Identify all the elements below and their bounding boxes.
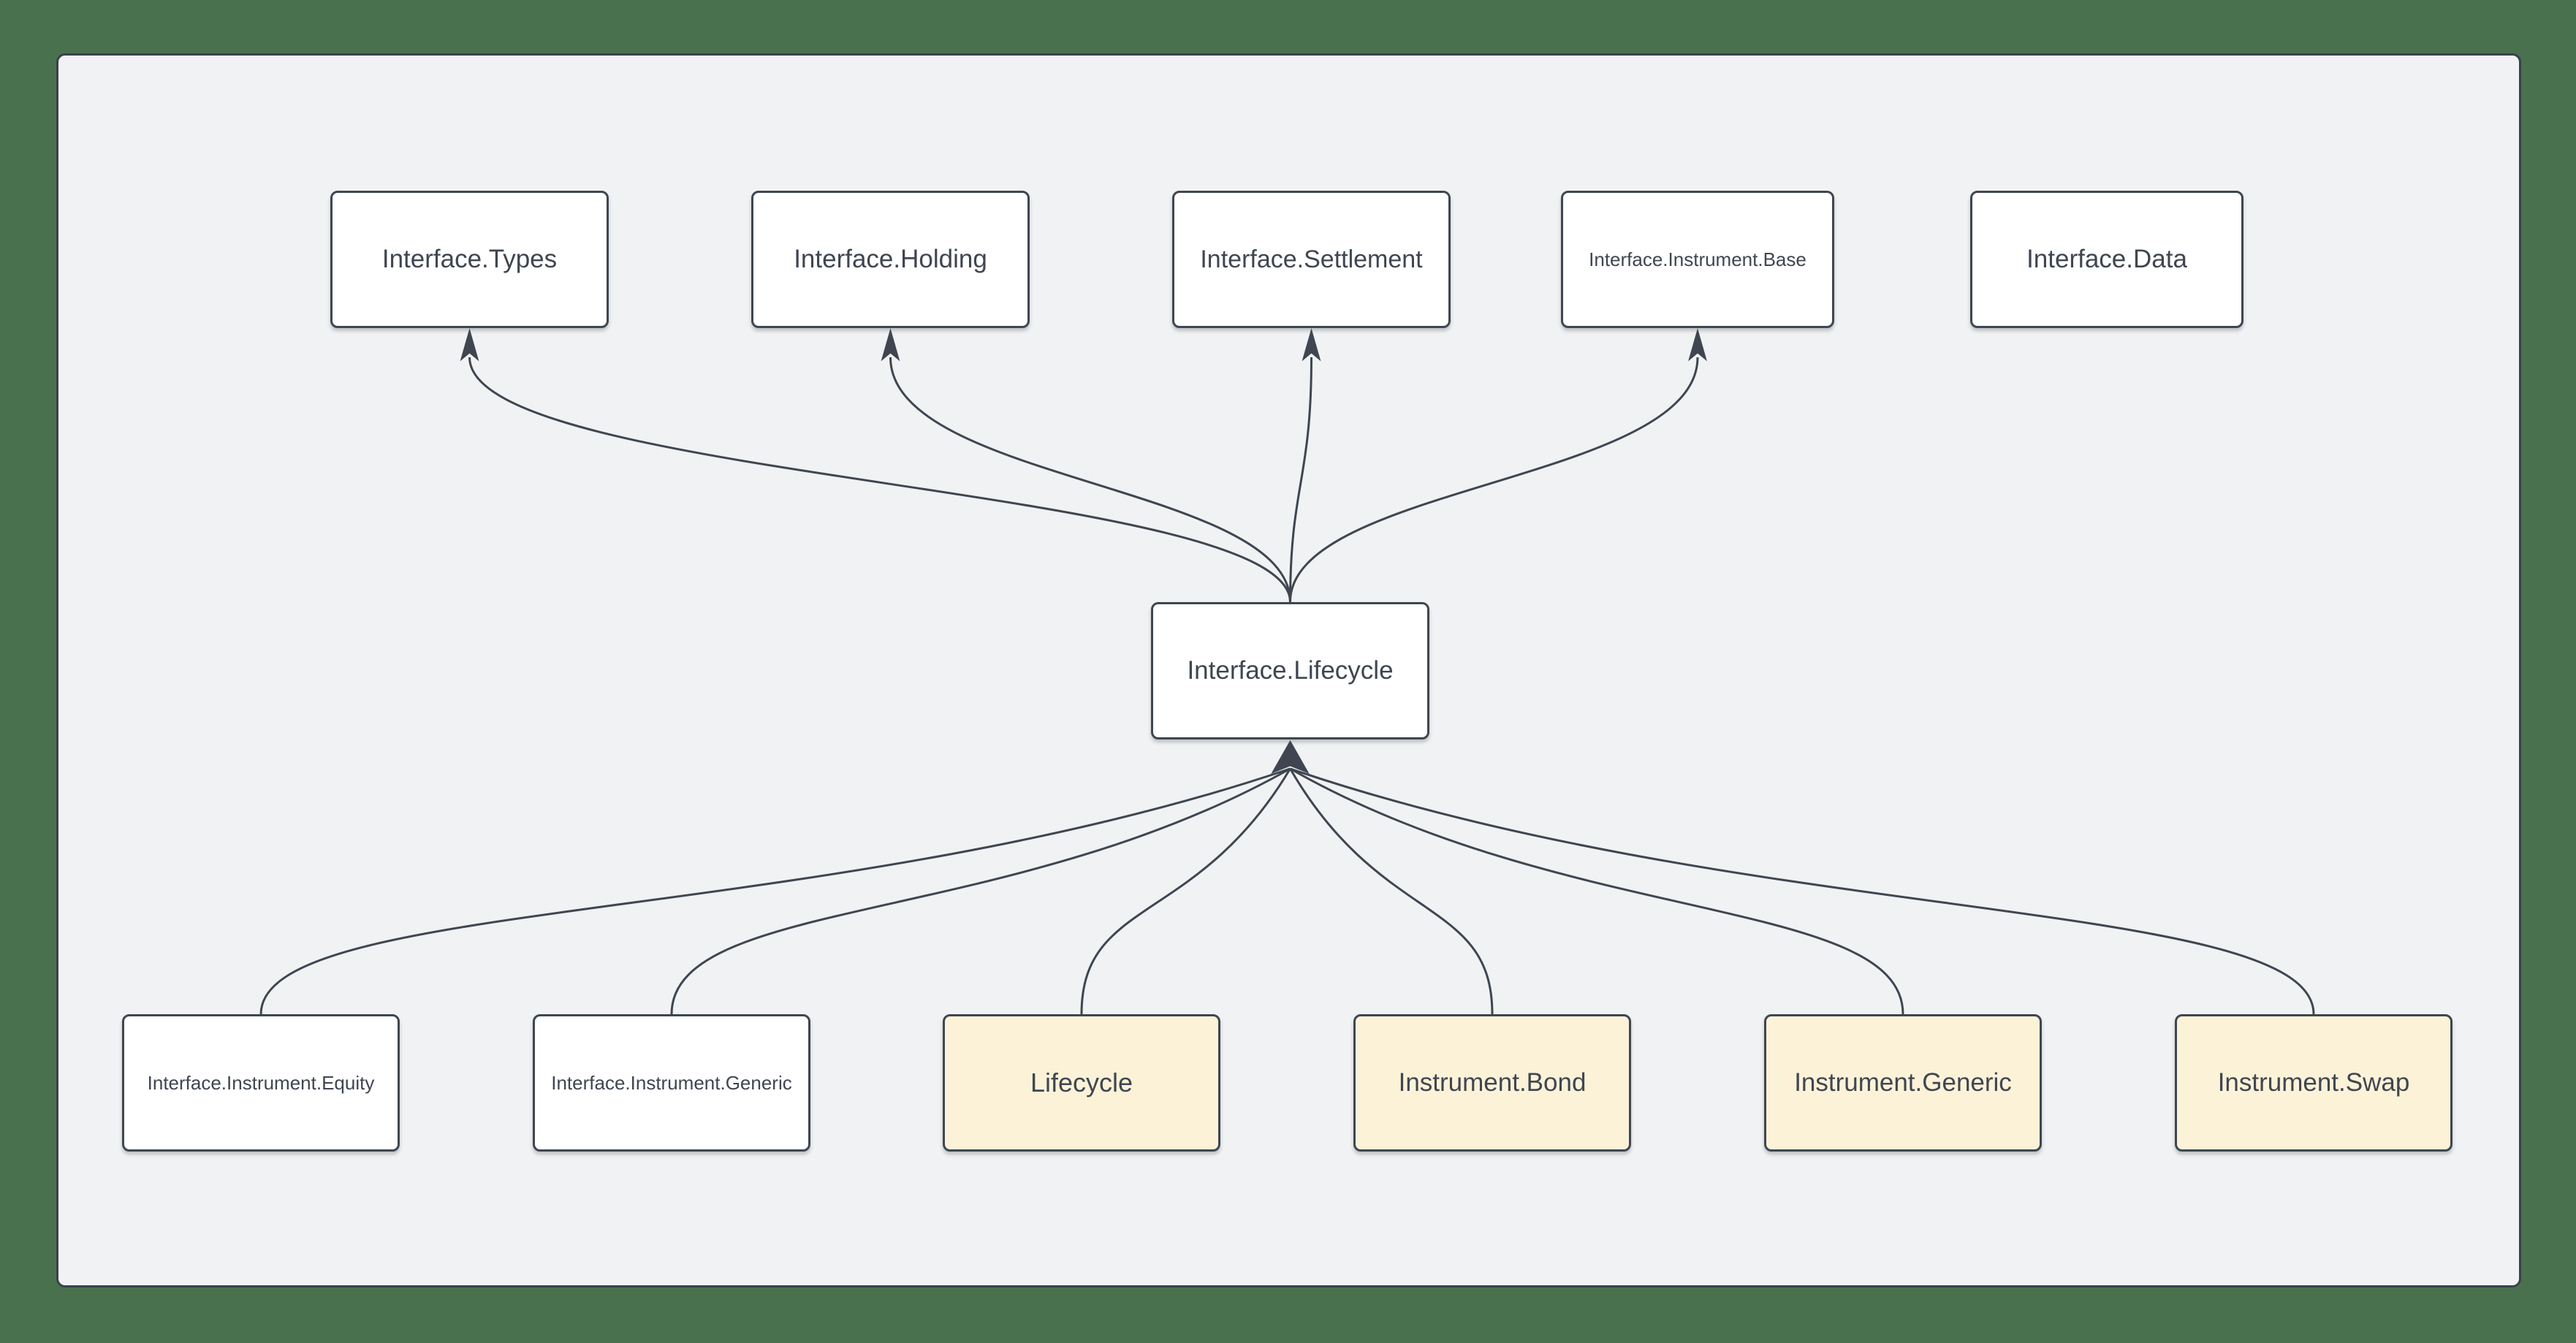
node-instrument-swap[interactable]: Instrument.Swap: [2175, 1014, 2452, 1152]
node-interface-data[interactable]: Interface.Data: [1970, 191, 2243, 328]
node-instrument-generic[interactable]: Instrument.Generic: [1764, 1014, 2042, 1152]
edge-instrument-generic-to-interface-lifecycle: [1289, 767, 1904, 1015]
edge-interface-instrument-generic-to-interface-lifecycle: [670, 767, 1291, 1015]
node-interface-instrument-base[interactable]: Interface.Instrument.Base: [1561, 191, 1834, 328]
node-interface-holding[interactable]: Interface.Holding: [751, 191, 1030, 328]
edge-interface-lifecycle-to-interface-types: [468, 357, 1291, 603]
arrowhead-interface-types: [460, 328, 479, 362]
edge-lifecycle-to-interface-lifecycle: [1080, 768, 1291, 1015]
node-interface-instrument-equity[interactable]: Interface.Instrument.Equity: [122, 1014, 400, 1152]
node-interface-instrument-generic[interactable]: Interface.Instrument.Generic: [533, 1014, 810, 1152]
arrowhead-interface-settlement: [1302, 328, 1321, 362]
node-instrument-bond[interactable]: Instrument.Bond: [1353, 1014, 1631, 1152]
edge-interface-lifecycle-to-interface-instrument-base: [1289, 357, 1699, 603]
edge-interface-instrument-equity-to-interface-lifecycle: [259, 767, 1291, 1015]
arrowhead-interface-lifecycle: [1271, 739, 1310, 774]
edge-interface-lifecycle-to-interface-settlement: [1289, 357, 1312, 603]
node-interface-types[interactable]: Interface.Types: [330, 191, 609, 328]
edge-instrument-swap-to-interface-lifecycle: [1290, 767, 2315, 1015]
arrowhead-interface-holding: [881, 328, 900, 362]
edge-interface-lifecycle-to-interface-holding: [889, 357, 1291, 603]
node-interface-lifecycle[interactable]: Interface.Lifecycle: [1151, 602, 1429, 739]
node-lifecycle[interactable]: Lifecycle: [943, 1014, 1220, 1152]
arrowhead-interface-instrument-base: [1688, 328, 1707, 362]
edge-instrument-bond-to-interface-lifecycle: [1289, 768, 1494, 1015]
node-interface-settlement[interactable]: Interface.Settlement: [1172, 191, 1451, 328]
